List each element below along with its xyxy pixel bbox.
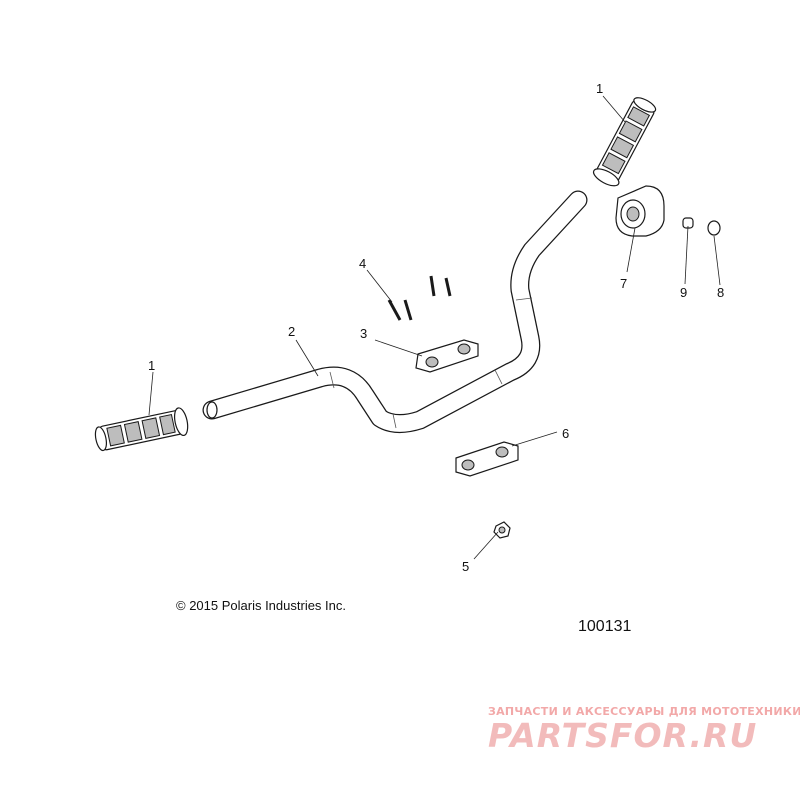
right-grip: [592, 97, 657, 187]
callout-pad: 7: [620, 276, 627, 291]
upper-clamp: [415, 339, 479, 373]
diagram-number: 100131: [578, 618, 632, 635]
watermark: ЗАПЧАСТИ И АКСЕССУАРЫ ДЛЯ МОТОТЕХНИКИ PA…: [488, 705, 800, 755]
copyright-notice: © 2015 Polaris Industries Inc.: [176, 598, 346, 613]
watermark-tagline: ЗАПЧАСТИ И АКСЕССУАРЫ ДЛЯ МОТОТЕХНИКИ: [488, 705, 800, 718]
nut: [493, 521, 511, 539]
callout-upper-clamp: 3: [360, 326, 367, 341]
callout-lower-clamp: 6: [562, 426, 569, 441]
left-grip: [94, 407, 189, 452]
callout-part-8: 8: [717, 285, 724, 300]
watermark-logo: PARTSFOR.RU: [488, 716, 758, 755]
leader-lines: [148, 95, 721, 560]
callout-handlebar: 2: [288, 324, 295, 339]
cap-part-8: [707, 220, 721, 236]
lower-clamp: [455, 441, 519, 477]
handlebar-tube: [202, 190, 588, 433]
callout-nut: 5: [462, 559, 469, 574]
callout-part-9: 9: [680, 285, 687, 300]
clamp-bolts: [387, 275, 452, 321]
callout-left-grip: 1: [148, 358, 155, 373]
callout-right-grip: 1: [596, 81, 603, 96]
handlebar-pad: [615, 185, 665, 237]
callout-bolts: 4: [359, 256, 366, 271]
